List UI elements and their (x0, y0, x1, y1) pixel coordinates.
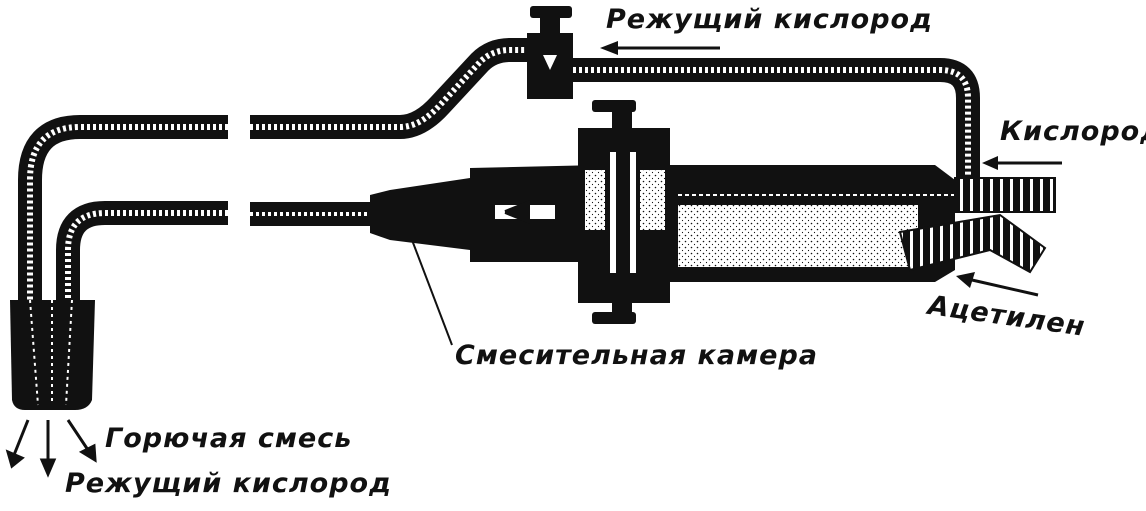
label-oxygen: Кислород (1000, 116, 1146, 147)
oxygen-inlet-nipple (954, 177, 1056, 213)
cutting-oxygen-valve (527, 6, 573, 99)
label-mixing-chamber: Смесительная камера (455, 340, 819, 371)
acetylene-arrow (956, 272, 1039, 297)
upper-oxygen-tube-right (250, 38, 530, 139)
lower-mixture-tube-right (250, 202, 380, 226)
nozzle-output-arrows (5, 419, 97, 478)
top-valve-knob (592, 100, 636, 138)
upper-oxygen-tube-left (18, 115, 228, 300)
label-cutting-oxygen-top: Режущий кислород (606, 4, 933, 35)
acetylene-inlet-nipple (898, 213, 1047, 274)
bottom-valve-knob (592, 292, 636, 324)
lower-mixture-tube-left (56, 201, 228, 300)
mixing-chamber-body (370, 165, 600, 262)
oxygen-arrow (982, 156, 1062, 170)
label-cutting-oxygen-bottom: Режущий кислород (65, 468, 392, 499)
torch-nozzle (10, 299, 95, 410)
mixing-chamber-leader (411, 239, 453, 346)
regulator-block (578, 128, 670, 303)
label-combustible-mix: Горючая смесь (105, 423, 353, 454)
torch-handle (670, 165, 1040, 282)
oxygen-bypass-tube (573, 58, 980, 185)
cutting-oxygen-arrow (600, 41, 720, 55)
